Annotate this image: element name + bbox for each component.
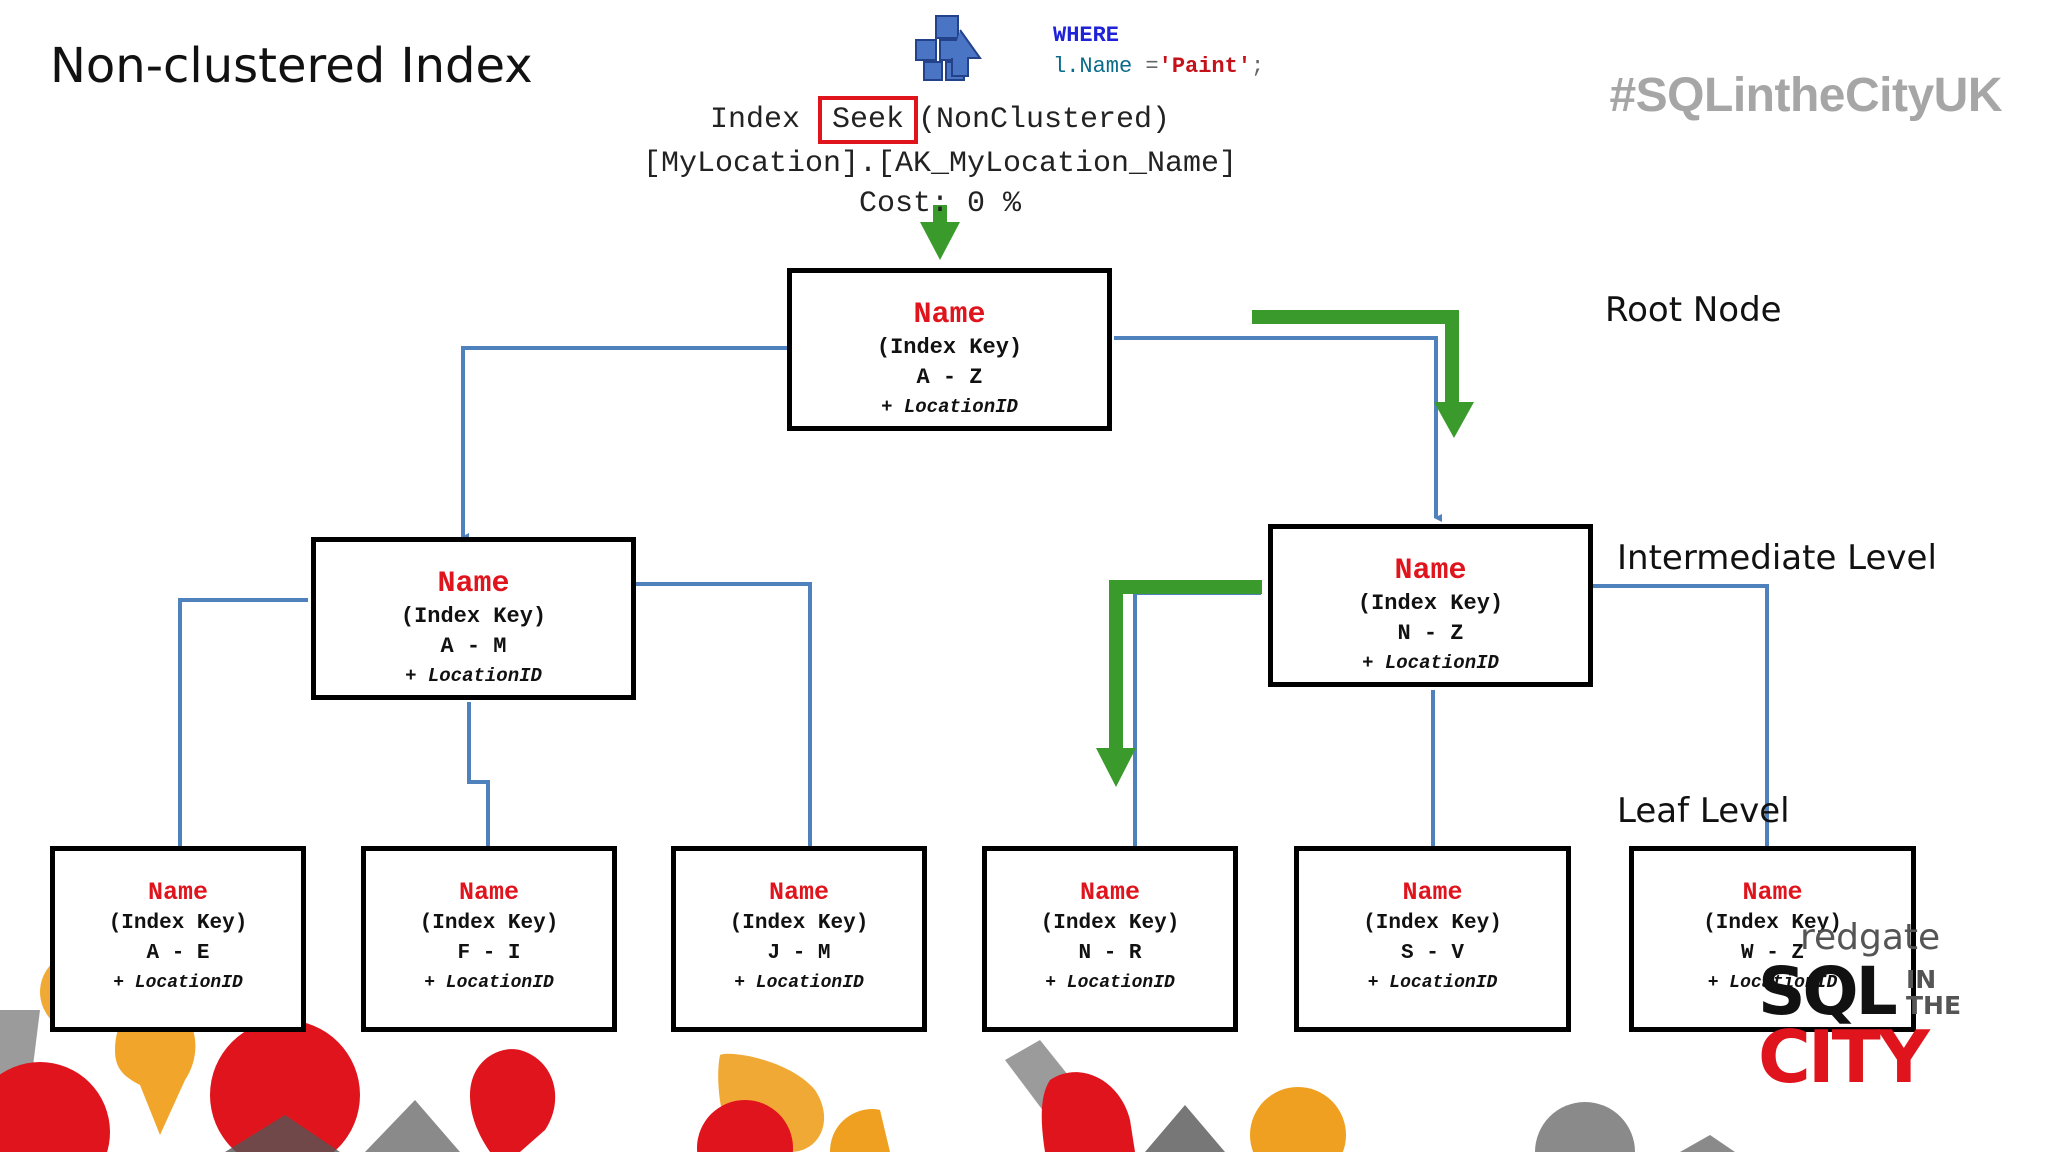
node-name: Name [437, 567, 510, 601]
link-a-m-to-a-e [178, 598, 308, 871]
node-include: + LocationID [1362, 652, 1499, 674]
where-keyword: WHERE [1053, 23, 1120, 48]
node-key: (Index Key) [400, 604, 547, 629]
link-root-to-a-m [461, 346, 787, 541]
node-name: Name [1394, 554, 1467, 588]
node-key: (Index Key) [1040, 912, 1180, 935]
link-n-z-to-w-z [1593, 584, 1773, 857]
plan-cost: Cost: 0 % [858, 187, 1022, 221]
index-seek-icon [915, 15, 982, 81]
node-range: F - I [457, 942, 521, 965]
node-range: J - M [767, 942, 831, 965]
slide-title: Non-clustered Index [50, 38, 533, 94]
where-predicate: l.Name ='Paint'; [1053, 51, 1264, 82]
node-name: Name [768, 878, 829, 907]
node-key: (Index Key) [1363, 912, 1502, 935]
node-name: Name [147, 878, 208, 907]
node-include: + LocationID [1367, 973, 1498, 993]
hashtag: #SQLintheCityUK [1609, 69, 2002, 122]
plan-object: [MyLocation].[AK_MyLocation_Name] [642, 147, 1238, 181]
seek-path-arrows [920, 205, 1474, 787]
link-a-m-to-f-i [467, 702, 494, 865]
node-key: (Index Key) [876, 335, 1023, 360]
node-include: + LocationID [1045, 973, 1175, 993]
leaf-node-f-i: Name (Index Key) F - I + LocationID [361, 846, 617, 1032]
node-key: (Index Key) [729, 912, 869, 935]
link-n-z-to-n-r [1133, 591, 1261, 871]
predicate-column: l.Name [1053, 54, 1133, 79]
root-node: Name (Index Key) A - Z + LocationID [787, 268, 1112, 431]
node-range: A - E [146, 942, 210, 965]
node-name: Name [1742, 878, 1803, 907]
predicate-operator: = [1132, 54, 1159, 79]
plan-operator-label: Index Seek(NonClustered) [560, 96, 1320, 144]
node-include: + LocationID [734, 973, 864, 993]
node-include: + LocationID [424, 973, 554, 993]
leaf-node-n-r: Name (Index Key) N - R + LocationID [982, 846, 1238, 1032]
node-key: (Index Key) [1703, 912, 1842, 935]
node-range: S - V [1400, 942, 1464, 965]
node-key: (Index Key) [1357, 591, 1504, 616]
node-include: + LocationID [405, 665, 542, 687]
label-root-node: Root Node [1605, 290, 1782, 330]
where-clause: WHERE l.Name ='Paint'; [1053, 20, 1264, 82]
node-name: Name [913, 298, 986, 332]
leaf-node-w-z: Name (Index Key) W - Z + LocationID [1629, 846, 1916, 1032]
node-range: N - Z [1397, 621, 1464, 646]
node-include: + LocationID [881, 396, 1018, 418]
intermediate-node-n-z: Name (Index Key) N - Z + LocationID [1268, 524, 1593, 687]
link-a-m-to-j-m [636, 582, 816, 857]
node-key: (Index Key) [108, 912, 248, 935]
seek-arrow-n-z-to-n-r [1109, 580, 1262, 752]
label-leaf-level: Leaf Level [1617, 791, 1790, 831]
intermediate-node-a-m: Name (Index Key) A - M + LocationID [311, 537, 636, 700]
node-range: A - Z [916, 365, 983, 390]
node-range: N - R [1078, 942, 1142, 965]
decorative-drops [0, 952, 1735, 1152]
node-name: Name [458, 878, 519, 907]
seek-arrow-root-to-n-z [1252, 310, 1459, 406]
link-root-to-n-z [1114, 336, 1442, 522]
node-range: W - Z [1740, 942, 1804, 965]
plan-label-suffix: (NonClustered) [918, 103, 1171, 137]
logo-brand: redgate [1800, 917, 1941, 958]
logo-in: IN [1906, 965, 1937, 994]
predicate-end: ; [1251, 54, 1265, 79]
leaf-node-j-m: Name (Index Key) J - M + LocationID [671, 846, 927, 1032]
node-range: A - M [440, 634, 507, 659]
node-include: + LocationID [113, 973, 243, 993]
logo-the: THE [1906, 991, 1962, 1020]
leaf-node-a-e: Name (Index Key) A - E + LocationID [50, 846, 306, 1032]
seek-highlight: Seek [817, 96, 918, 144]
node-name: Name [1079, 878, 1140, 907]
node-name: Name [1402, 878, 1463, 907]
predicate-value: 'Paint' [1158, 54, 1252, 79]
logo-sql: SQL [1758, 953, 1898, 1030]
label-intermediate-level: Intermediate Level [1617, 538, 1937, 578]
plan-operator: Index Seek(NonClustered) [MyLocation].[A… [560, 96, 1320, 224]
plan-label-prefix: Index [709, 103, 800, 137]
leaf-node-s-v: Name (Index Key) S - V + LocationID [1294, 846, 1571, 1032]
logo-city: CITY [1758, 1015, 1930, 1099]
node-include: + LocationID [1707, 973, 1838, 993]
node-key: (Index Key) [419, 912, 559, 935]
seek-arrow-into-root [920, 222, 960, 260]
